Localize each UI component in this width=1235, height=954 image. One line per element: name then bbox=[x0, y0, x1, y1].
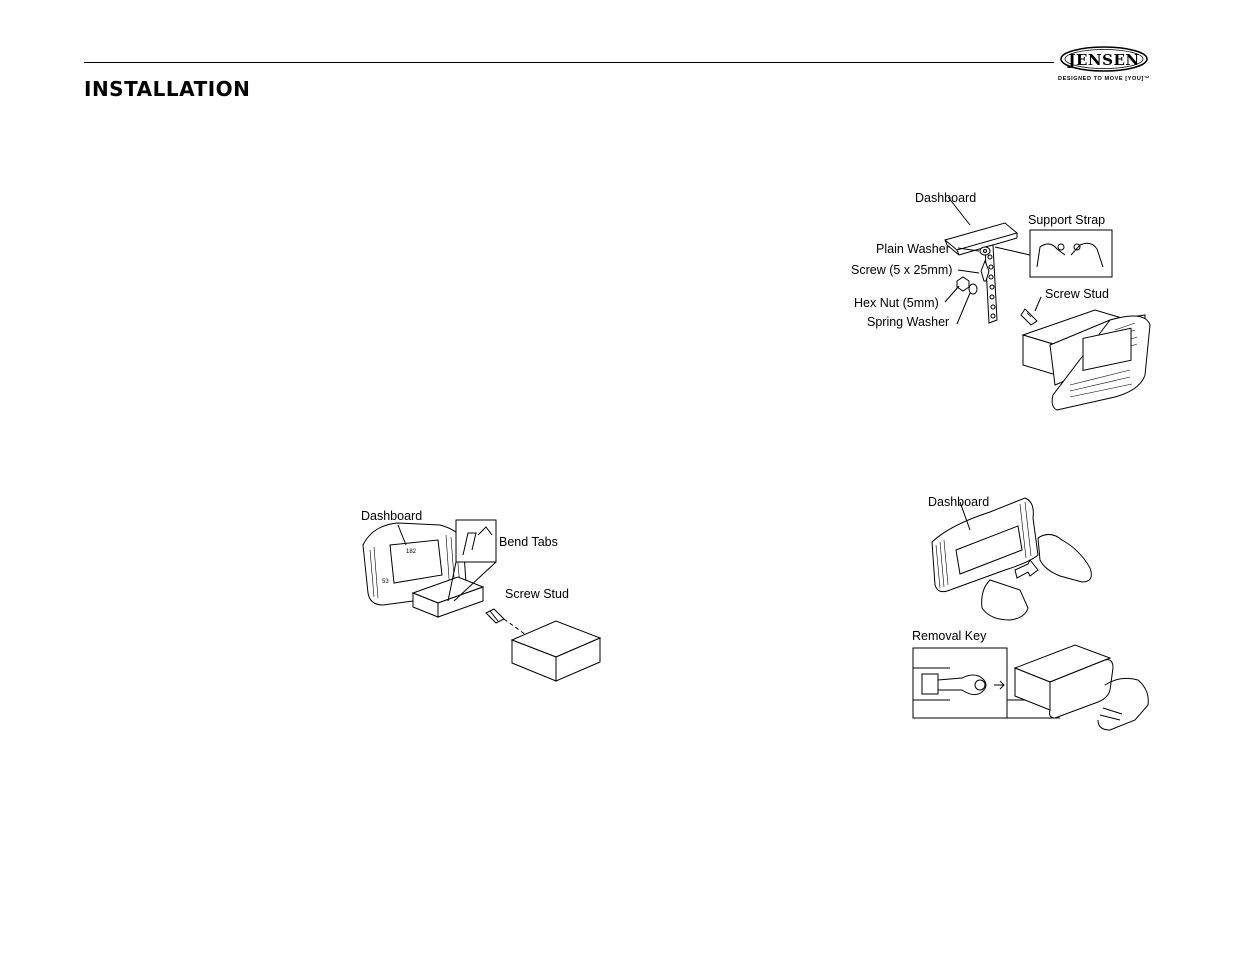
removal-figure: Dashboard Removal Key bbox=[910, 490, 1155, 750]
label-hex-nut: Hex Nut (5mm) bbox=[854, 296, 939, 310]
removal-illustration bbox=[912, 497, 1149, 731]
mount-kit-illustration: 182 53 bbox=[362, 519, 602, 682]
label-plain-washer: Plain Washer bbox=[876, 242, 950, 256]
label-support-strap: Support Strap bbox=[1028, 213, 1106, 227]
label-bend-tabs: Bend Tabs bbox=[499, 535, 558, 549]
logo-oval bbox=[1060, 46, 1148, 72]
dim-height: 53 bbox=[382, 579, 389, 585]
jensen-logo: JENSEN DESIGNED TO MOVE [YOU]™ bbox=[1054, 44, 1154, 90]
logo-wordmark: JENSEN bbox=[1068, 51, 1140, 69]
header-rule bbox=[84, 62, 1054, 63]
label-screw-stud: Screw Stud bbox=[505, 587, 569, 601]
label-spring-washer: Spring Washer bbox=[867, 315, 950, 329]
label-screw: Screw (5 x 25mm) bbox=[851, 263, 953, 277]
mount-kit-figure: 182 53 Dashboard Bend Tabs Screw Stud bbox=[358, 505, 608, 685]
section-title: INSTALLATION bbox=[84, 77, 251, 101]
support-strap-figure: Dashboard Support Strap Plain Washer Scr… bbox=[845, 185, 1165, 415]
label-screw-stud: Screw Stud bbox=[1045, 287, 1109, 301]
label-dashboard: Dashboard bbox=[915, 191, 977, 205]
label-dashboard: Dashboard bbox=[928, 495, 990, 509]
logo-tagline: DESIGNED TO MOVE [YOU]™ bbox=[1058, 76, 1150, 82]
support-strap-illustration bbox=[943, 196, 1151, 411]
dim-width: 182 bbox=[406, 549, 417, 555]
label-removal-key: Removal Key bbox=[912, 629, 987, 643]
label-dashboard: Dashboard bbox=[361, 509, 423, 523]
